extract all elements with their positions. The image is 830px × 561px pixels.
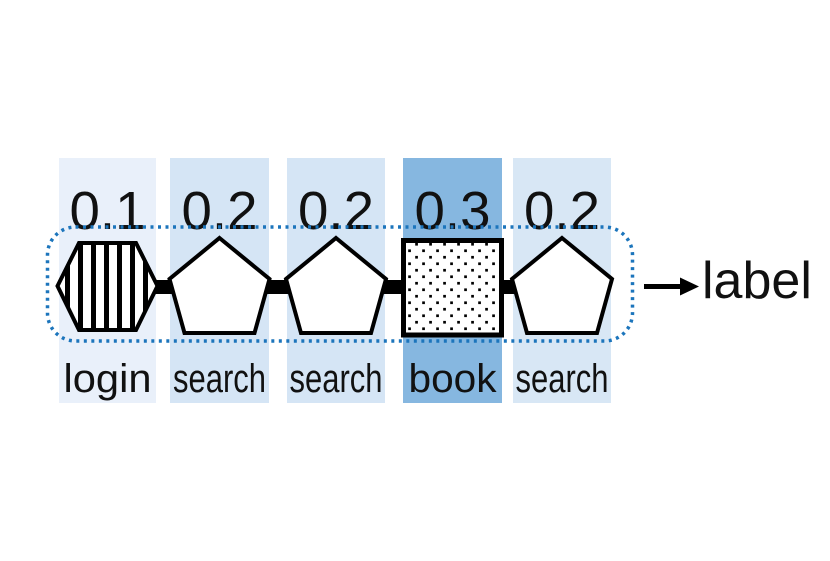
- event-shape-search-pentagon-1: [167, 235, 272, 335]
- event-shapes: [55, 235, 615, 338]
- event-shape-login-hexagon: [55, 241, 160, 332]
- dotted-session-outline: [45, 225, 635, 343]
- weight-value-search-2: 0.2: [298, 181, 374, 241]
- event-shape-search-pentagon-3: [509, 235, 615, 335]
- event-label-login: login: [64, 357, 152, 401]
- output-label-text: label: [702, 252, 812, 310]
- event-label-row: login search search book search: [64, 357, 609, 401]
- output-group: label: [644, 252, 812, 310]
- event-label-search-2: search: [290, 357, 383, 401]
- event-shape-search-pentagon-2: [283, 235, 389, 335]
- weight-value-search-1: 0.2: [182, 181, 258, 241]
- arrow-head-icon: [680, 277, 699, 296]
- weight-value-login: 0.1: [70, 181, 146, 241]
- weight-value-search-3: 0.2: [524, 181, 600, 241]
- event-label-search-1: search: [173, 357, 266, 401]
- weight-value-book: 0.3: [415, 181, 491, 241]
- event-shape-book-square: [401, 238, 504, 338]
- event-label-book: book: [409, 357, 498, 401]
- weight-row: 0.1 0.2 0.2 0.3 0.2: [70, 181, 601, 241]
- event-label-search-3: search: [516, 357, 609, 401]
